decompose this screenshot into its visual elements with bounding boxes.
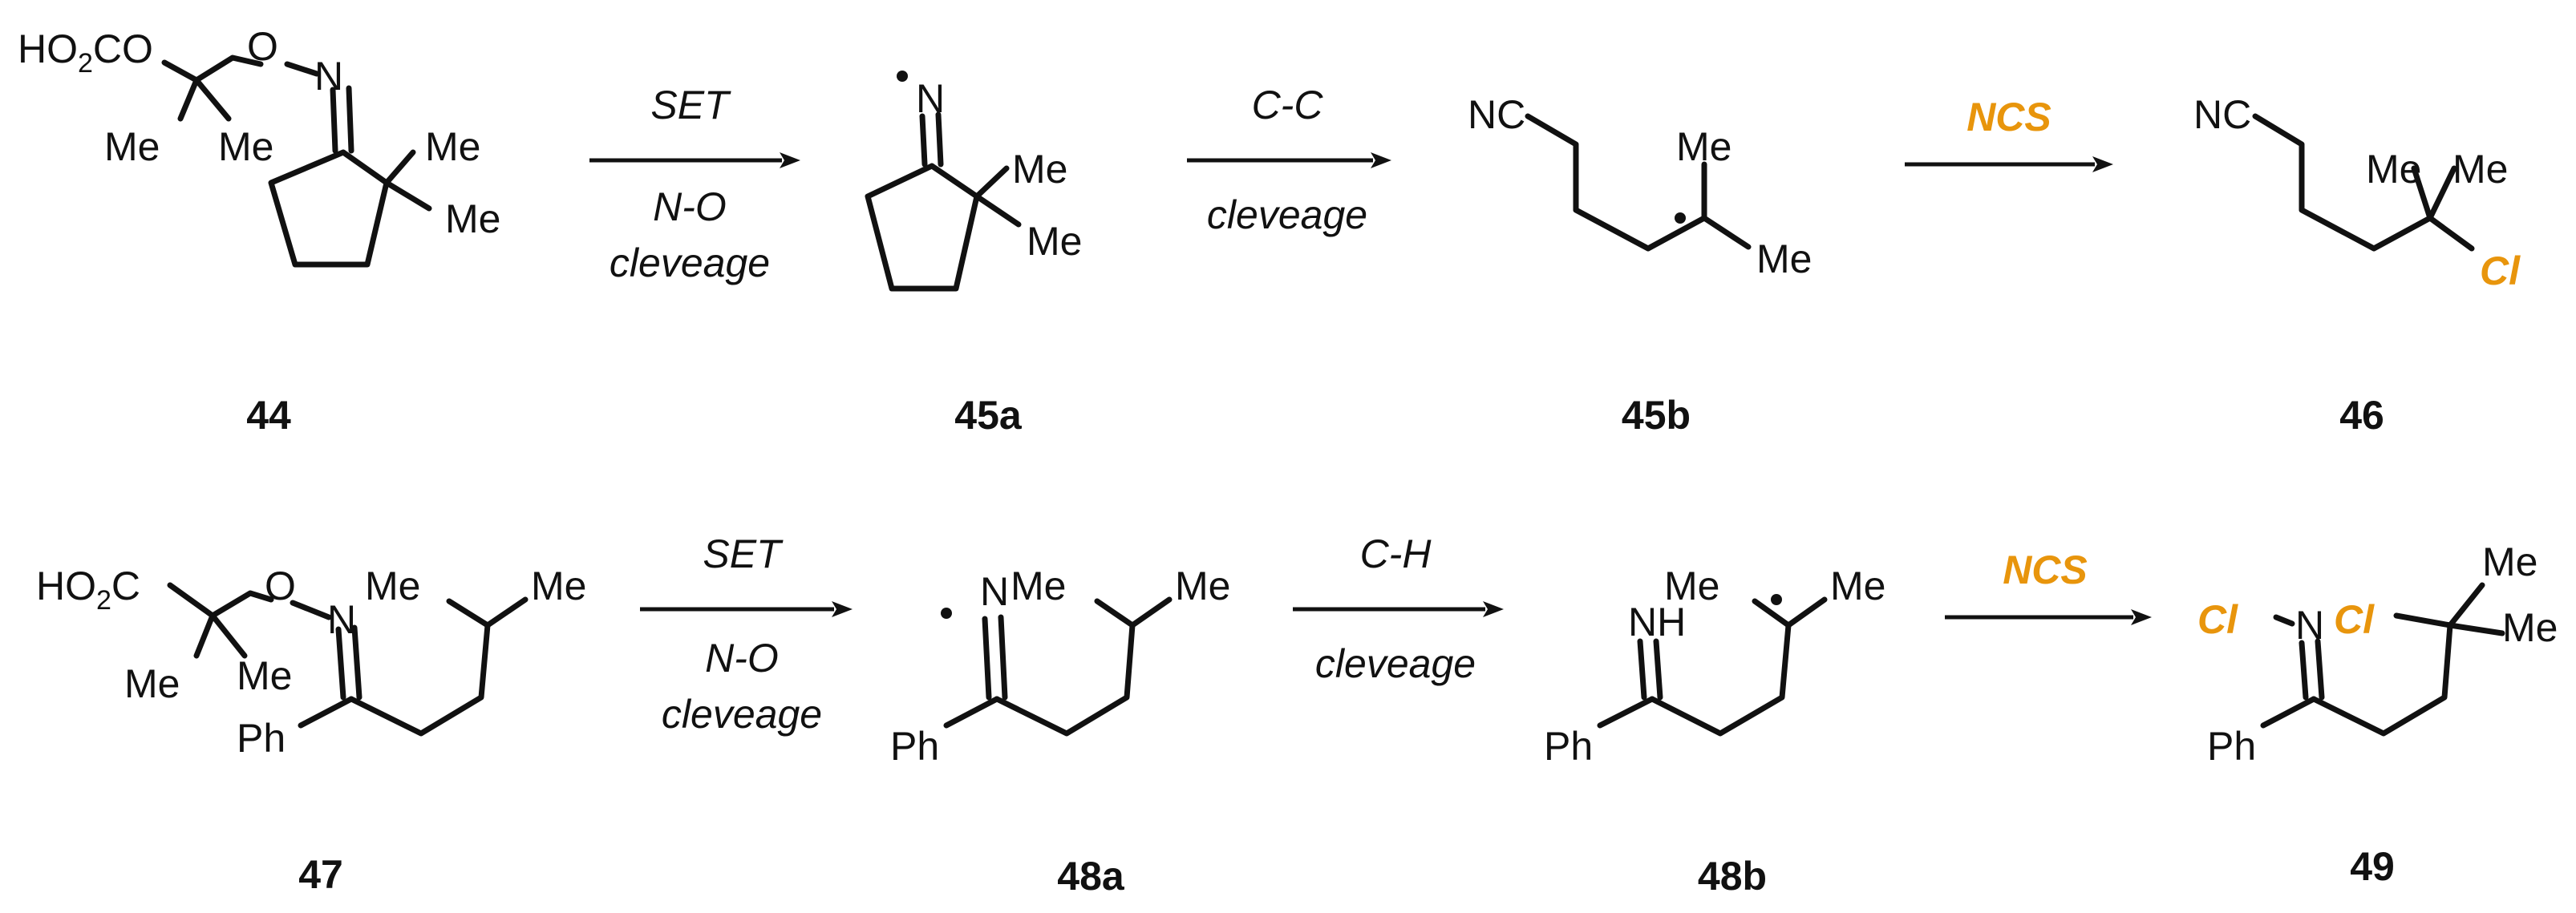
phenyl-label: Ph — [237, 716, 286, 761]
nitrogen-label: N — [327, 597, 356, 642]
reaction-arrow-4 — [640, 601, 853, 617]
atom-subscript: 2 — [78, 48, 93, 79]
reaction-arrow-3 — [1905, 156, 2113, 172]
methyl-label: Me — [1756, 236, 1812, 281]
methyl-label: Me — [531, 564, 586, 608]
compound-47-structure: HO2C O N Me Me Me Me Ph — [36, 564, 586, 761]
arrow-5-top-condition: C-H — [1360, 531, 1432, 576]
compound-45a-structure: N Me Me — [865, 71, 1082, 292]
reaction-arrow-5 — [1293, 601, 1504, 617]
radical-dot — [941, 608, 952, 619]
methyl-label: Me — [2482, 539, 2538, 584]
compound-48a-structure: N Me Me Ph — [890, 564, 1230, 769]
methyl-label: Me — [237, 653, 292, 698]
compound-48b-label: 48b — [1698, 854, 1767, 899]
atom-subscript: 2 — [96, 585, 111, 616]
compound-47-label: 47 — [298, 852, 343, 897]
compound-49-label: 49 — [2350, 844, 2395, 889]
atom-label: O — [122, 26, 153, 71]
arrow-2-bottom-condition: cleveage — [1207, 192, 1367, 237]
reaction-arrow-1 — [589, 152, 800, 168]
methyl-label: Me — [1664, 564, 1719, 608]
methyl-label: Me — [425, 124, 480, 169]
compound-45a-label: 45a — [954, 393, 1023, 438]
methyl-label: Me — [2452, 147, 2508, 192]
methyl-label: Me — [124, 661, 180, 706]
methyl-label: Me — [104, 124, 160, 169]
methyl-label: Me — [1175, 564, 1230, 608]
compound-46-label: 46 — [2339, 393, 2384, 438]
compound-44-label: 44 — [246, 393, 291, 438]
arrow-3-reagent: NCS — [1966, 95, 2051, 139]
radical-dot — [897, 71, 908, 82]
nitrogen-label: N — [916, 76, 945, 121]
oxygen-label: O — [247, 24, 278, 69]
methyl-label: Me — [1830, 564, 1885, 608]
nitrile-label: NC — [1468, 92, 1525, 137]
arrow-5-bottom-condition: cleveage — [1315, 641, 1476, 686]
radical-dot — [1771, 594, 1782, 605]
arrow-2-top-condition: C-C — [1252, 83, 1324, 127]
svg-text:HO2CO: HO2CO — [18, 26, 153, 79]
methyl-label: Me — [218, 124, 273, 169]
nitrogen-label: N — [2295, 603, 2324, 648]
methyl-label: Me — [1676, 124, 1732, 169]
arrow-1-bottom-condition-2: cleveage — [610, 240, 770, 285]
arrow-1-top-condition: SET — [650, 83, 731, 127]
atom-label: HO — [36, 564, 96, 608]
phenyl-label: Ph — [1544, 724, 1593, 769]
methyl-label: Me — [1012, 147, 1067, 192]
arrow-4-bottom-condition: N-O — [705, 636, 779, 681]
nitrogen-label: N — [980, 569, 1009, 614]
radical-dot — [1675, 212, 1686, 224]
arrow-1-bottom-condition: N-O — [653, 184, 727, 229]
nitrogen-label: N — [314, 54, 343, 99]
atom-label: C — [111, 564, 140, 608]
svg-text:HO2C: HO2C — [36, 564, 140, 616]
phenyl-label: Ph — [890, 724, 939, 769]
nitrile-label: NC — [2193, 92, 2251, 137]
methyl-label: Me — [2366, 147, 2421, 192]
chlorine-label: Cl — [2197, 597, 2238, 642]
arrow-4-top-condition: SET — [703, 531, 784, 576]
methyl-label: Me — [1027, 219, 1082, 264]
compound-45b-label: 45b — [1622, 393, 1691, 438]
methyl-label: Me — [445, 196, 500, 241]
atom-label: HO — [18, 26, 78, 71]
reaction-arrow-6 — [1945, 609, 2152, 625]
compound-48a-label: 48a — [1057, 854, 1125, 899]
atom-label: C — [93, 26, 122, 71]
imine-nh-label: NH — [1628, 600, 1686, 644]
compound-44-structure: HO2CO O N Me Me Me Me — [18, 24, 500, 268]
methyl-label: Me — [2502, 605, 2558, 650]
compound-46-structure: NC Me Me Cl — [2193, 92, 2521, 293]
chlorine-label: Cl — [2334, 597, 2375, 642]
methyl-label: Me — [1011, 564, 1066, 608]
compound-49-structure: Cl N Cl Me Me Ph — [2197, 539, 2558, 769]
compound-48b-structure: NH Me Me Ph — [1544, 564, 1885, 769]
phenyl-label: Ph — [2207, 724, 2256, 769]
arrow-4-bottom-condition-2: cleveage — [662, 692, 822, 737]
arrow-6-reagent: NCS — [2003, 547, 2088, 592]
methyl-label: Me — [365, 564, 420, 608]
chlorine-label: Cl — [2480, 248, 2521, 293]
reaction-arrow-2 — [1187, 152, 1391, 168]
compound-45b-structure: NC Me Me — [1468, 92, 1812, 281]
oxygen-label: O — [265, 564, 296, 608]
